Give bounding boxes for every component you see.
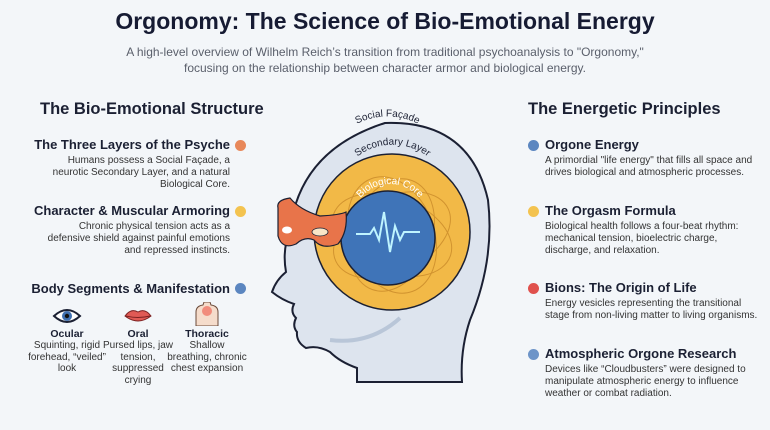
yellow-dot-icon — [235, 206, 246, 217]
item-desc: Energy vesicles representing the transit… — [545, 298, 758, 321]
item-title: Orgone Energy — [545, 137, 639, 152]
orange-dot-icon — [235, 140, 246, 151]
segment-thoracic: Thoracic Shallow breathing, chronic ches… — [167, 302, 247, 375]
item-title: Atmospheric Orgone Research — [545, 346, 737, 361]
segment-ocular: Ocular Squinting, rigid forehead, “veile… — [27, 306, 107, 375]
bions-item: Bions: The Origin of Life Energy vesicle… — [545, 280, 760, 322]
item-title: Bions: The Origin of Life — [545, 280, 697, 295]
segments-item: Body Segments & Manifestation — [20, 281, 230, 299]
segment-title: Ocular — [50, 328, 84, 340]
jaw-shadow — [329, 316, 402, 343]
item-title: Character & Muscular Armoring — [33, 203, 230, 218]
left-heading: The Bio-Emotional Structure — [40, 100, 264, 118]
page-title: Orgonomy: The Science of Bio-Emotional E… — [115, 8, 655, 34]
page-subtitle: A high-level overview of Wilhelm Reich’s… — [126, 45, 644, 75]
blue-dot-icon — [235, 283, 246, 294]
mask-icon — [277, 197, 347, 247]
segment-desc: Squinting, rigid forehead, “veiled” look — [28, 340, 106, 374]
red-dot-icon — [528, 283, 539, 294]
blue-dot-icon — [528, 349, 539, 360]
blue-dot-icon — [528, 140, 539, 151]
layers-item: The Three Layers of the Psyche Humans po… — [20, 137, 230, 191]
segment-desc: Shallow breathing, chronic chest expansi… — [167, 340, 247, 374]
item-desc: Humans possess a Social Façade, a neurot… — [52, 155, 230, 190]
eye-icon — [52, 309, 82, 323]
item-desc: Chronic physical tension acts as a defen… — [47, 221, 230, 256]
armoring-item: Character & Muscular Armoring Chronic ph… — [20, 203, 230, 257]
item-title: The Three Layers of the Psyche — [34, 137, 230, 152]
item-desc: Devices like “Cloudbusters” were designe… — [545, 364, 746, 399]
segment-title: Oral — [127, 328, 149, 340]
chest-icon — [195, 302, 219, 326]
item-title: Body Segments & Manifestation — [31, 281, 230, 296]
right-heading: The Energetic Principles — [528, 100, 721, 118]
segment-oral: Oral Pursed lips, jaw tension, suppresse… — [98, 306, 178, 386]
pulse-wave-icon — [356, 211, 420, 253]
item-title: The Orgasm Formula — [545, 203, 676, 218]
item-desc: A primordial "life energy" that fills al… — [545, 155, 753, 178]
segment-title: Thoracic — [185, 328, 229, 340]
item-desc: Biological health follows a four-beat rh… — [545, 221, 739, 256]
orgone-energy-item: Orgone Energy A primordial "life energy"… — [545, 137, 760, 179]
segment-desc: Pursed lips, jaw tension, suppressed cry… — [102, 340, 174, 386]
atmospheric-research-item: Atmospheric Orgone Research Devices like… — [545, 346, 760, 400]
orgasm-formula-item: The Orgasm Formula Biological health fol… — [545, 203, 760, 257]
yellow-dot-icon — [528, 206, 539, 217]
lips-icon — [124, 310, 152, 322]
